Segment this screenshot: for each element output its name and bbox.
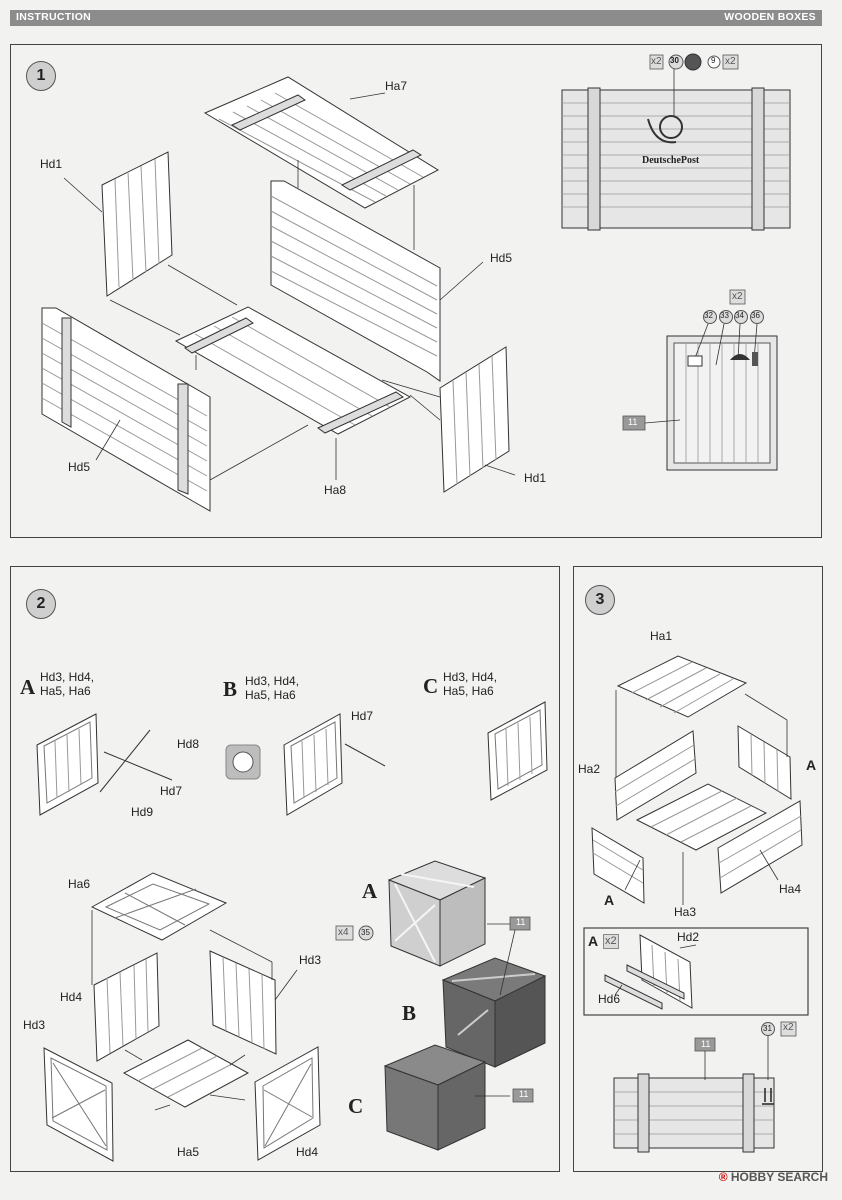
step2-panel — [10, 566, 560, 1172]
variant-c-letter: C — [423, 674, 439, 698]
variant-a-letter: A — [20, 675, 36, 699]
label-ha8: Ha8 — [324, 483, 347, 497]
decal-qty-x2-b: x2 — [725, 56, 736, 67]
label-ha6: Ha6 — [68, 877, 91, 891]
label-hd3-right: Hd3 — [299, 953, 322, 967]
label-a-right: A — [806, 757, 817, 773]
label-hd3-left: Hd3 — [23, 1018, 46, 1032]
box-a-letter: A — [362, 879, 378, 903]
label-hd8: Hd8 — [177, 737, 200, 751]
label-ha5: Ha5 — [177, 1145, 200, 1159]
decal-number-35: 35 — [361, 928, 370, 937]
step3-panel — [573, 566, 823, 1172]
label-hd7-a: Hd7 — [160, 784, 183, 798]
decal-number-11-c: 11 — [519, 1089, 529, 1099]
label-hd5-right: Hd5 — [490, 251, 513, 265]
label-ha1: Ha1 — [650, 629, 673, 643]
decal-number-30: 30 — [670, 56, 679, 65]
box-qty-x4: x4 — [338, 927, 349, 938]
box-b-letter: B — [402, 1001, 417, 1025]
label-hd1-left: Hd1 — [40, 157, 63, 171]
header-instruction: INSTRUCTION — [16, 11, 92, 23]
label-hd2: Hd2 — [677, 930, 700, 944]
header-title: WOODEN BOXES — [724, 11, 816, 23]
decal-number-32: 32 — [704, 311, 713, 320]
step2-number: 2 — [26, 589, 56, 619]
label-hd6: Hd6 — [598, 992, 621, 1006]
label-hd1-right: Hd1 — [524, 471, 547, 485]
watermark-text: HOBBY SEARCH — [730, 1170, 828, 1184]
decal-qty-x2-a: x2 — [651, 56, 662, 67]
decal-number-9: 9 — [711, 56, 716, 65]
label-hd5-left: Hd5 — [68, 460, 91, 474]
decal-number-11-step3: 11 — [701, 1039, 711, 1049]
variant-c-parts: Hd3, Hd4, Ha5, Ha6 — [443, 670, 498, 698]
label-hd7-b: Hd7 — [351, 709, 374, 723]
inset-a-letter: A — [588, 933, 599, 949]
step1-number: 1 — [26, 61, 56, 91]
variant-a-parts: Hd3, Hd4, Ha5, Ha6 — [40, 670, 95, 698]
inset-qty-x2: x2 — [603, 934, 619, 949]
decal-brand-text: DeutschePost — [642, 155, 700, 166]
variant-b-letter: B — [223, 677, 238, 701]
decal-qty-x2-step3: x2 — [783, 1022, 794, 1033]
decal-number-31: 31 — [763, 1024, 772, 1033]
label-hd4-left: Hd4 — [60, 990, 83, 1004]
hobby-search-watermark: ® HOBBY SEARCH — [719, 1170, 828, 1184]
label-ha2: Ha2 — [578, 762, 601, 776]
label-ha4: Ha4 — [779, 882, 802, 896]
decal-number-33: 33 — [720, 311, 729, 320]
decal-qty-x2-c: x2 — [732, 291, 743, 302]
decal-number-36: 36 — [751, 311, 760, 320]
label-ha3: Ha3 — [674, 905, 697, 919]
header-bar: INSTRUCTION WOODEN BOXES — [10, 10, 822, 26]
label-ha7: Ha7 — [385, 79, 408, 93]
step3-number: 3 — [585, 585, 615, 615]
decal-number-34: 34 — [735, 311, 744, 320]
label-hd9: Hd9 — [131, 805, 154, 819]
box-c-letter: C — [348, 1094, 364, 1118]
step1-panel — [10, 44, 822, 538]
label-a-left: A — [604, 892, 615, 908]
decal-number-11-a: 11 — [516, 917, 526, 927]
registered-mark: ® — [718, 1170, 728, 1184]
label-hd4-right: Hd4 — [296, 1145, 319, 1159]
variant-b-parts: Hd3, Hd4, Ha5, Ha6 — [245, 674, 300, 702]
decal-number-11: 11 — [628, 417, 638, 427]
